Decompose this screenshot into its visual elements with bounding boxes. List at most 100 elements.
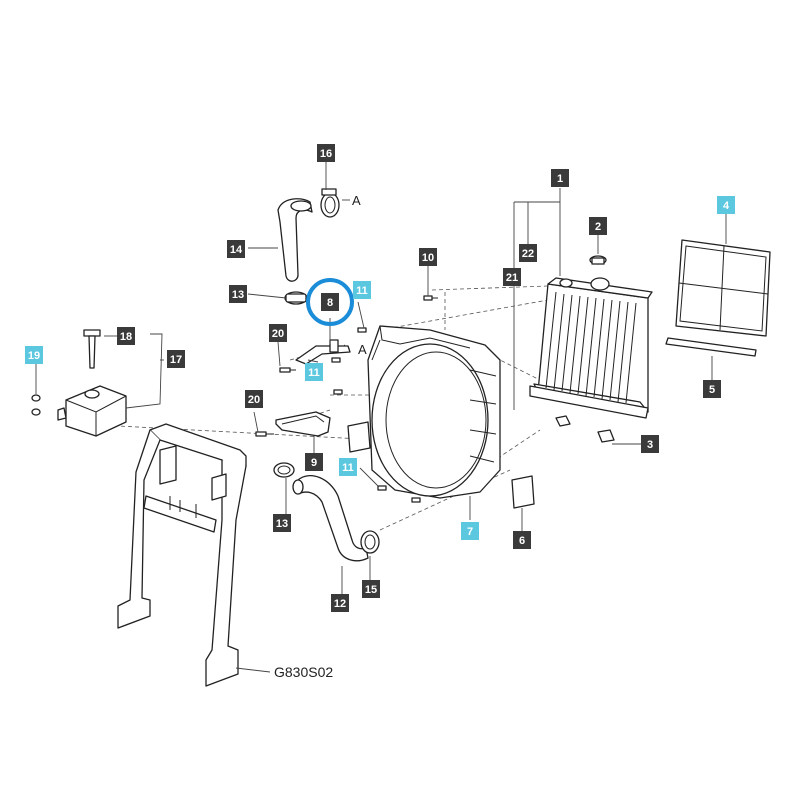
callout-label: 21 xyxy=(506,272,518,284)
callout-label: 12 xyxy=(334,598,346,610)
callout-11: 11 xyxy=(339,458,357,476)
callout-4: 4 xyxy=(717,196,735,214)
callout-box xyxy=(339,458,357,476)
radiator xyxy=(529,277,653,419)
callout-label: 16 xyxy=(320,148,332,160)
callout-box xyxy=(589,217,607,235)
callout-box xyxy=(703,380,721,398)
radiator-screen xyxy=(675,239,771,337)
callout-label: 9 xyxy=(311,457,317,469)
callout-label: 8 xyxy=(327,297,333,309)
arrow-mark-a-top: A xyxy=(352,193,361,208)
callout-16: 16 xyxy=(317,144,335,162)
callout-label: 14 xyxy=(230,244,243,256)
callout-box xyxy=(331,594,349,612)
callout-21: 21 xyxy=(503,268,521,286)
callout-label: 11 xyxy=(356,285,368,297)
callout-15: 15 xyxy=(362,580,380,598)
leader-lines xyxy=(35,160,727,673)
callout-20: 20 xyxy=(245,390,263,408)
foam-pad-left xyxy=(347,421,371,453)
rubber-mount-left xyxy=(555,415,571,427)
callout-box xyxy=(273,514,291,532)
foam-pad-6 xyxy=(511,475,535,509)
callout-box xyxy=(227,240,245,258)
callout-box xyxy=(167,350,185,368)
callout-2: 2 xyxy=(589,217,607,235)
callout-22: 22 xyxy=(519,244,537,262)
callout-box xyxy=(305,453,323,471)
callout-12: 12 xyxy=(331,594,349,612)
callout-label: 2 xyxy=(595,221,601,233)
figure-reference-code: G830S02 xyxy=(274,664,333,680)
callout-box xyxy=(25,346,43,364)
callout-box xyxy=(317,144,335,162)
callout-label: 5 xyxy=(709,384,715,396)
callout-11: 11 xyxy=(353,281,371,299)
callout-box xyxy=(519,244,537,262)
hose-clamp-upper xyxy=(284,291,308,305)
callout-label: 11 xyxy=(308,367,320,379)
callout-box xyxy=(503,268,521,286)
upper-hose-end xyxy=(290,200,312,212)
fan-shroud xyxy=(367,325,501,499)
tank-cap-18 xyxy=(83,329,101,369)
callout-layer: 1234567891011111112131314151617181920202… xyxy=(25,144,735,612)
arrow-mark-a-mid: A xyxy=(358,342,367,357)
callout-label: 6 xyxy=(519,535,525,547)
callout-label: 22 xyxy=(522,248,534,260)
washers-19 xyxy=(31,394,41,416)
callout-20: 20 xyxy=(269,324,287,342)
callout-box xyxy=(245,390,263,408)
callout-box xyxy=(321,293,339,311)
callout-10: 10 xyxy=(419,248,437,266)
callout-14: 14 xyxy=(227,240,245,258)
callout-label: 3 xyxy=(647,439,653,451)
callout-6: 6 xyxy=(513,531,531,549)
bracket-8-tab xyxy=(329,339,339,353)
callout-box xyxy=(117,327,135,345)
radiator-cap xyxy=(589,255,607,265)
hose-clamp-top xyxy=(320,188,340,218)
callout-1: 1 xyxy=(551,169,569,187)
rubber-mount-3 xyxy=(597,429,615,443)
lower-radiator-hose xyxy=(297,475,369,562)
rubber-seal-strip xyxy=(665,337,757,357)
callout-box xyxy=(641,435,659,453)
callout-box xyxy=(717,196,735,214)
callout-box xyxy=(229,285,247,303)
callout-box xyxy=(513,531,531,549)
callout-box xyxy=(551,169,569,187)
callout-label: 7 xyxy=(467,526,473,538)
callout-box xyxy=(269,324,287,342)
callout-label: 20 xyxy=(248,394,260,406)
callout-label: 17 xyxy=(170,354,182,366)
mounting-frame xyxy=(117,423,247,687)
callout-18: 18 xyxy=(117,327,135,345)
radiator-filler-neck xyxy=(590,277,610,291)
callout-7: 7 xyxy=(461,522,479,540)
callout-11: 11 xyxy=(305,363,323,381)
hose-clamp-lower xyxy=(273,462,295,478)
callout-13: 13 xyxy=(273,514,291,532)
highlight-circle xyxy=(306,278,354,326)
callout-label: 20 xyxy=(272,328,284,340)
callout-9: 9 xyxy=(305,453,323,471)
callout-label: 13 xyxy=(276,518,288,530)
callout-13: 13 xyxy=(229,285,247,303)
upper-radiator-hose xyxy=(277,198,313,282)
expansion-tank xyxy=(57,385,127,437)
callout-label: 4 xyxy=(723,200,730,212)
callout-box xyxy=(362,580,380,598)
callout-8: 8 xyxy=(321,293,339,311)
callout-label: 15 xyxy=(365,584,377,596)
bracket-8 xyxy=(295,345,351,365)
callout-5: 5 xyxy=(703,380,721,398)
support-bracket-9 xyxy=(275,411,331,437)
callout-19: 19 xyxy=(25,346,43,364)
callout-box xyxy=(305,363,323,381)
callout-box xyxy=(353,281,371,299)
callout-box xyxy=(419,248,437,266)
callout-17: 17 xyxy=(167,350,185,368)
